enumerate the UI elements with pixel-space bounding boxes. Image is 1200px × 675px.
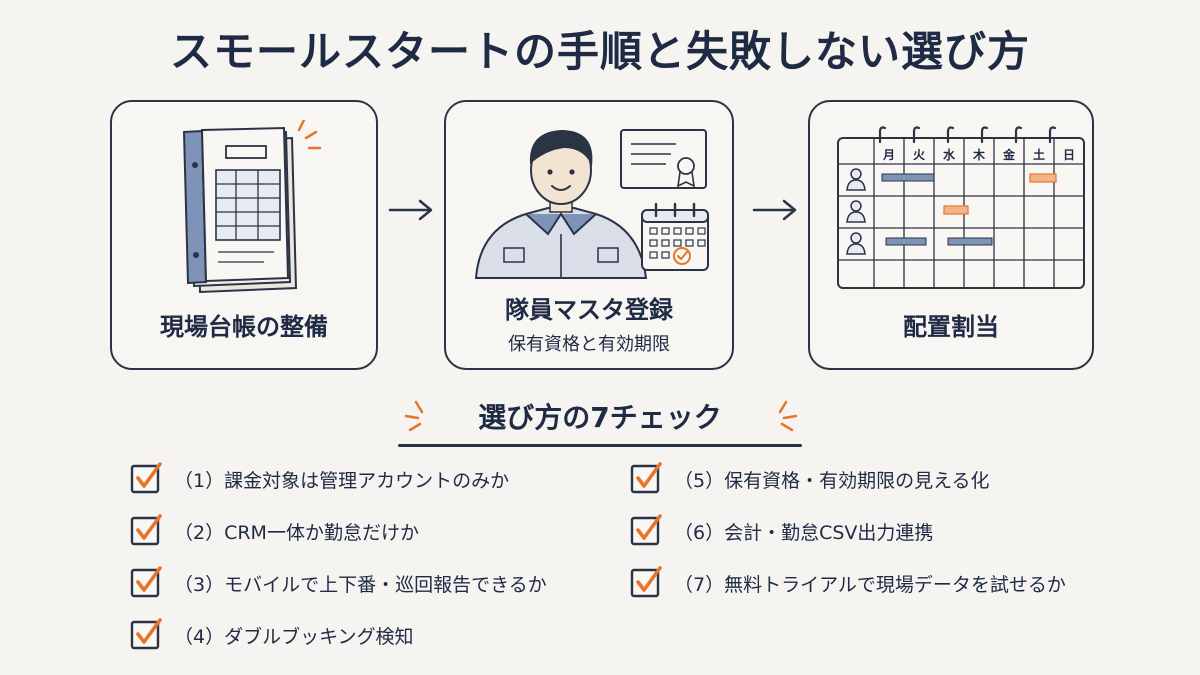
arrow-right-icon [388, 199, 433, 221]
checklist-item-label: （4）ダブルブッキング検知 [174, 625, 414, 648]
checklist-item-label: （7）無料トライアルで現場データを試せるか [674, 573, 1066, 596]
checkbox-checked-icon [130, 462, 162, 494]
checklist-item: （4）ダブルブッキング検知 [130, 618, 414, 652]
checkbox-checked-icon [630, 514, 662, 546]
calendar-day-label: 水 [942, 148, 955, 162]
step-card-ledger: 現場台帳の整備 [110, 100, 378, 370]
page-title: スモールスタートの手順と失敗しない選び方 [169, 27, 1030, 76]
checklist-title-underline [398, 444, 802, 447]
checklist-item: （2）CRM一体か勤怠だけか [130, 514, 419, 548]
checklist-item-label: （1）課金対象は管理アカウントのみか [174, 469, 510, 492]
checkbox-checked-icon [630, 566, 662, 598]
checklist-item: （5）保有資格・有効期限の見える化 [630, 462, 990, 496]
step-label-assignment: 配置割当 [903, 313, 999, 341]
calendar-day-label: 月 [882, 148, 895, 162]
calendar-day-label: 土 [1032, 148, 1045, 162]
arrow-right-icon [752, 199, 797, 221]
checklist-item: （3）モバイルで上下番・巡回報告できるか [130, 566, 547, 600]
checklist-title: 選び方の7チェック [478, 401, 722, 434]
ledger-icon [182, 120, 322, 294]
guard-profile-icon [474, 129, 709, 279]
step-label-ledger: 現場台帳の整備 [160, 313, 328, 341]
checklist-item: （1）課金対象は管理アカウントのみか [130, 462, 510, 496]
checkbox-checked-icon [130, 566, 162, 598]
calendar-day-label: 火 [912, 148, 925, 162]
calendar-day-label: 日 [1062, 148, 1075, 162]
checklist-item-label: （2）CRM一体か勤怠だけか [174, 521, 419, 544]
calendar-day-label: 金 [1002, 148, 1015, 162]
checklist-item-label: （5）保有資格・有効期限の見える化 [674, 469, 990, 492]
schedule-calendar-icon: 月火水木金土日 [836, 122, 1088, 292]
step-card-assignment: 月 火 水 木 金 土 日 配置割当 [808, 100, 1094, 370]
step-card-guard-master: 隊員マスタ登録 保有資格と有効期限 [444, 100, 734, 370]
calendar-day-label: 木 [972, 148, 985, 162]
checklist-item-label: （3）モバイルで上下番・巡回報告できるか [174, 573, 547, 596]
sparkle-right-icon [778, 400, 798, 432]
checkbox-checked-icon [130, 618, 162, 650]
checkbox-checked-icon [630, 462, 662, 494]
sparkle-left-icon [404, 400, 424, 432]
checklist-item: （7）無料トライアルで現場データを試せるか [630, 566, 1066, 600]
step-sublabel-guard-master: 保有資格と有効期限 [508, 334, 670, 355]
checklist-item: （6）会計・勤怠CSV出力連携 [630, 514, 934, 548]
step-label-guard-master: 隊員マスタ登録 [505, 296, 673, 324]
checklist-item-label: （6）会計・勤怠CSV出力連携 [674, 521, 934, 544]
checkbox-checked-icon [130, 514, 162, 546]
